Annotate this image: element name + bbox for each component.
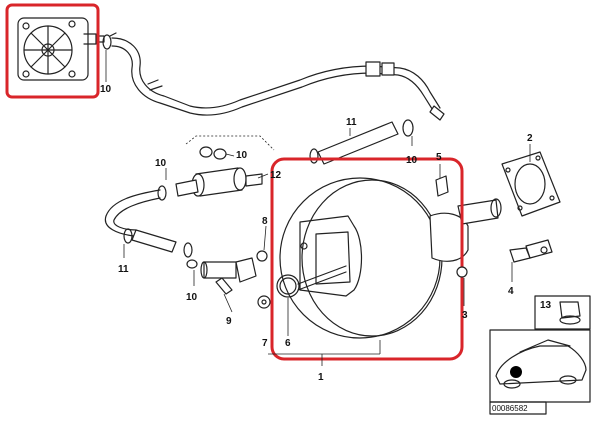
callout-11: 11 [118,264,129,275]
callout-1: 1 [318,372,324,383]
nut [456,266,468,278]
callout-3: 3 [462,310,468,321]
brake-booster [279,177,502,339]
hose-clamp-10d [186,259,198,269]
callout-6: 6 [285,338,291,349]
vacuum-hose-middle [309,119,414,165]
inset-car [489,329,591,403]
callout-7: 7 [262,338,268,349]
vacuum-hose-elbow [104,189,193,258]
callout-10: 10 [236,150,248,161]
hose-clamp-top [102,32,117,50]
callout-10: 10 [186,292,198,303]
callout-2: 2 [527,133,533,144]
highlight-brake-booster [270,157,464,361]
callout-9: 9 [226,316,232,327]
callout-labels: 10 11 10 10 10 12 11 10 9 8 6 7 1 5 3 2 … [100,84,552,383]
callout-12: 12 [270,170,282,181]
callout-10: 10 [406,155,418,166]
callout-10: 10 [155,158,167,169]
dashed-lead-12 [185,135,275,151]
callout-5: 5 [436,152,442,163]
callout-8: 8 [262,216,268,227]
callout-4: 4 [508,286,514,297]
highlight-vacuum-pump [5,3,100,99]
vacuum-hose-top [111,37,445,121]
reference-number: 00086582 [492,404,528,413]
gasket [501,151,561,217]
stud-bolt [435,175,449,197]
elbow-connector [200,257,257,295]
callout-10: 10 [100,84,112,95]
vacuum-pump [17,17,105,81]
bracket [509,239,553,263]
callout-13: 13 [540,300,552,311]
check-valve [175,167,263,197]
washer-fittings [256,250,300,309]
inset-grommet [534,295,591,330]
callout-11: 11 [346,117,357,128]
leader-lines [105,50,531,366]
